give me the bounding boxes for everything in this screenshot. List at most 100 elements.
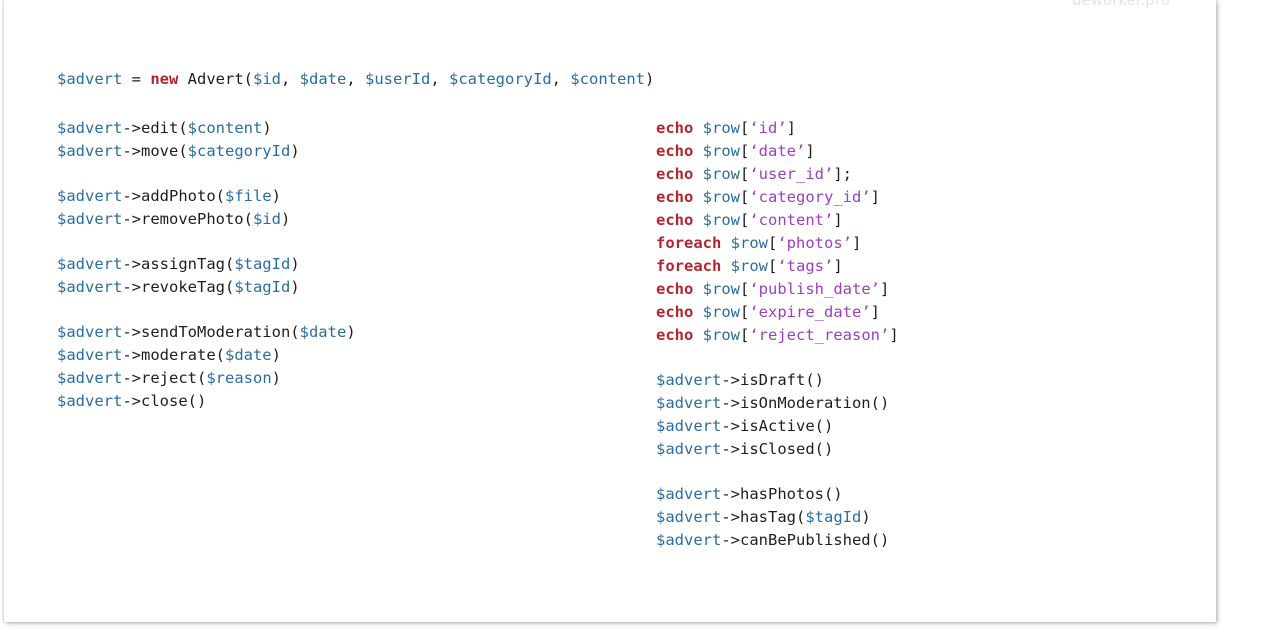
code-token: ) xyxy=(262,119,272,137)
code-group: $advert->sendToModeration($date)$advert-… xyxy=(57,321,356,413)
code-token: ‘tags’ xyxy=(777,257,834,275)
code-token: ->edit( xyxy=(122,119,188,137)
code-line: echo $row[‘reject_reason’] xyxy=(656,324,899,347)
code-line: foreach $row[‘photos’] xyxy=(656,232,899,255)
code-line: echo $row[‘expire_date’] xyxy=(656,301,899,324)
code-token: ) xyxy=(271,346,281,364)
code-token: $advert xyxy=(656,485,722,503)
code-token xyxy=(693,165,702,183)
code-line: $advert->canBePublished() xyxy=(656,529,899,552)
code-line: $advert->isDraft() xyxy=(656,369,899,392)
code-token: $advert xyxy=(57,70,123,88)
code-token: ->close() xyxy=(122,392,207,410)
code-token: ->isOnModeration() xyxy=(721,394,890,412)
code-token: $id xyxy=(252,210,281,228)
code-token: $date xyxy=(224,346,272,364)
code-token: $advert xyxy=(656,394,722,412)
code-token: echo xyxy=(656,188,694,206)
code-token: $row xyxy=(702,142,740,160)
code-token: ->isDraft() xyxy=(721,371,824,389)
code-line: echo $row[‘id’] xyxy=(656,117,899,140)
code-token: ) xyxy=(290,142,300,160)
code-token: , xyxy=(346,70,365,88)
code-token: echo xyxy=(656,280,694,298)
code-token: , xyxy=(280,70,300,88)
code-line: $advert->addPhoto($file) xyxy=(57,185,356,208)
code-token: foreach xyxy=(656,234,722,252)
code-token: $reason xyxy=(206,369,272,387)
code-token: ]; xyxy=(833,165,853,183)
code-token: $advert xyxy=(57,187,123,205)
slide: deworker.pro $advert = new Advert($id, $… xyxy=(4,0,1216,622)
code-line: $advert->assignTag($tagId) xyxy=(57,253,356,276)
code-token: ->isActive() xyxy=(721,417,834,435)
code-line: $advert->sendToModeration($date) xyxy=(57,321,356,344)
code-group: $advert->hasPhotos()$advert->hasTag($tag… xyxy=(656,483,899,552)
code-group: $advert->assignTag($tagId)$advert->revok… xyxy=(57,253,356,299)
code-token: $advert xyxy=(656,531,722,549)
left-code-column: $advert->edit($content)$advert->move($ca… xyxy=(57,117,356,413)
code-token: ) xyxy=(290,255,300,273)
code-token: $row xyxy=(702,280,740,298)
code-token: ‘reject_reason’ xyxy=(749,326,890,344)
code-token: Advert( xyxy=(178,70,253,88)
code-token: , xyxy=(430,70,449,88)
code-token: $tagId xyxy=(234,278,291,296)
code-token: [ xyxy=(740,326,750,344)
code-token: ->revokeTag( xyxy=(122,278,235,296)
code-token: ‘id’ xyxy=(749,119,787,137)
right-code-column: echo $row[‘id’]echo $row[‘date’]echo $ro… xyxy=(656,117,899,552)
code-token: ) xyxy=(861,508,871,526)
code-line: $advert->revokeTag($tagId) xyxy=(57,276,356,299)
code-line: $advert->hasTag($tagId) xyxy=(656,506,899,529)
code-token: echo xyxy=(656,165,694,183)
code-token: echo xyxy=(656,211,694,229)
code-line: $advert->edit($content) xyxy=(57,117,356,140)
code-token: $file xyxy=(224,187,272,205)
code-token xyxy=(693,142,702,160)
code-token: , xyxy=(551,70,571,88)
code-token: ] xyxy=(833,257,843,275)
code-token: [ xyxy=(740,142,750,160)
code-token: ) xyxy=(271,187,281,205)
code-token: $categoryId xyxy=(449,70,552,88)
code-token: ->assignTag( xyxy=(122,255,235,273)
code-line: $advert->moderate($date) xyxy=(57,344,356,367)
code-token: [ xyxy=(740,303,750,321)
code-token: $content xyxy=(570,70,645,88)
code-token: $tagId xyxy=(805,508,862,526)
code-token: ->reject( xyxy=(122,369,207,387)
code-line: foreach $row[‘tags’] xyxy=(656,255,899,278)
code-token: ) xyxy=(271,369,281,387)
code-line: echo $row[‘date’] xyxy=(656,140,899,163)
code-token: $advert xyxy=(57,346,123,364)
code-token: $advert xyxy=(57,255,123,273)
code-token: [ xyxy=(768,257,778,275)
code-token: $advert xyxy=(57,278,123,296)
code-token xyxy=(693,188,702,206)
code-token: ->sendToModeration( xyxy=(122,323,300,341)
code-token: new xyxy=(150,70,179,88)
code-token: ->isClosed() xyxy=(721,440,834,458)
code-token: = xyxy=(122,70,151,88)
code-token: ) xyxy=(346,323,356,341)
code-token: $advert xyxy=(57,142,123,160)
code-line: $advert->isActive() xyxy=(656,415,899,438)
code-token: [ xyxy=(740,119,750,137)
code-token: ‘user_id’ xyxy=(749,165,834,183)
code-token: [ xyxy=(740,188,750,206)
code-token xyxy=(721,257,730,275)
code-token: $advert xyxy=(656,417,722,435)
code-token xyxy=(693,326,702,344)
code-token: ] xyxy=(852,234,862,252)
code-token: ] xyxy=(889,326,899,344)
code-token: $advert xyxy=(656,440,722,458)
code-token: echo xyxy=(656,303,694,321)
code-token xyxy=(693,211,702,229)
code-token: $row xyxy=(702,119,740,137)
code-token: $advert xyxy=(656,508,722,526)
constructor-code-line: $advert = new Advert($id, $date, $userId… xyxy=(57,68,654,91)
code-token: $row xyxy=(702,303,740,321)
code-group: $advert->addPhoto($file)$advert->removeP… xyxy=(57,185,356,231)
code-token: $row xyxy=(702,211,740,229)
